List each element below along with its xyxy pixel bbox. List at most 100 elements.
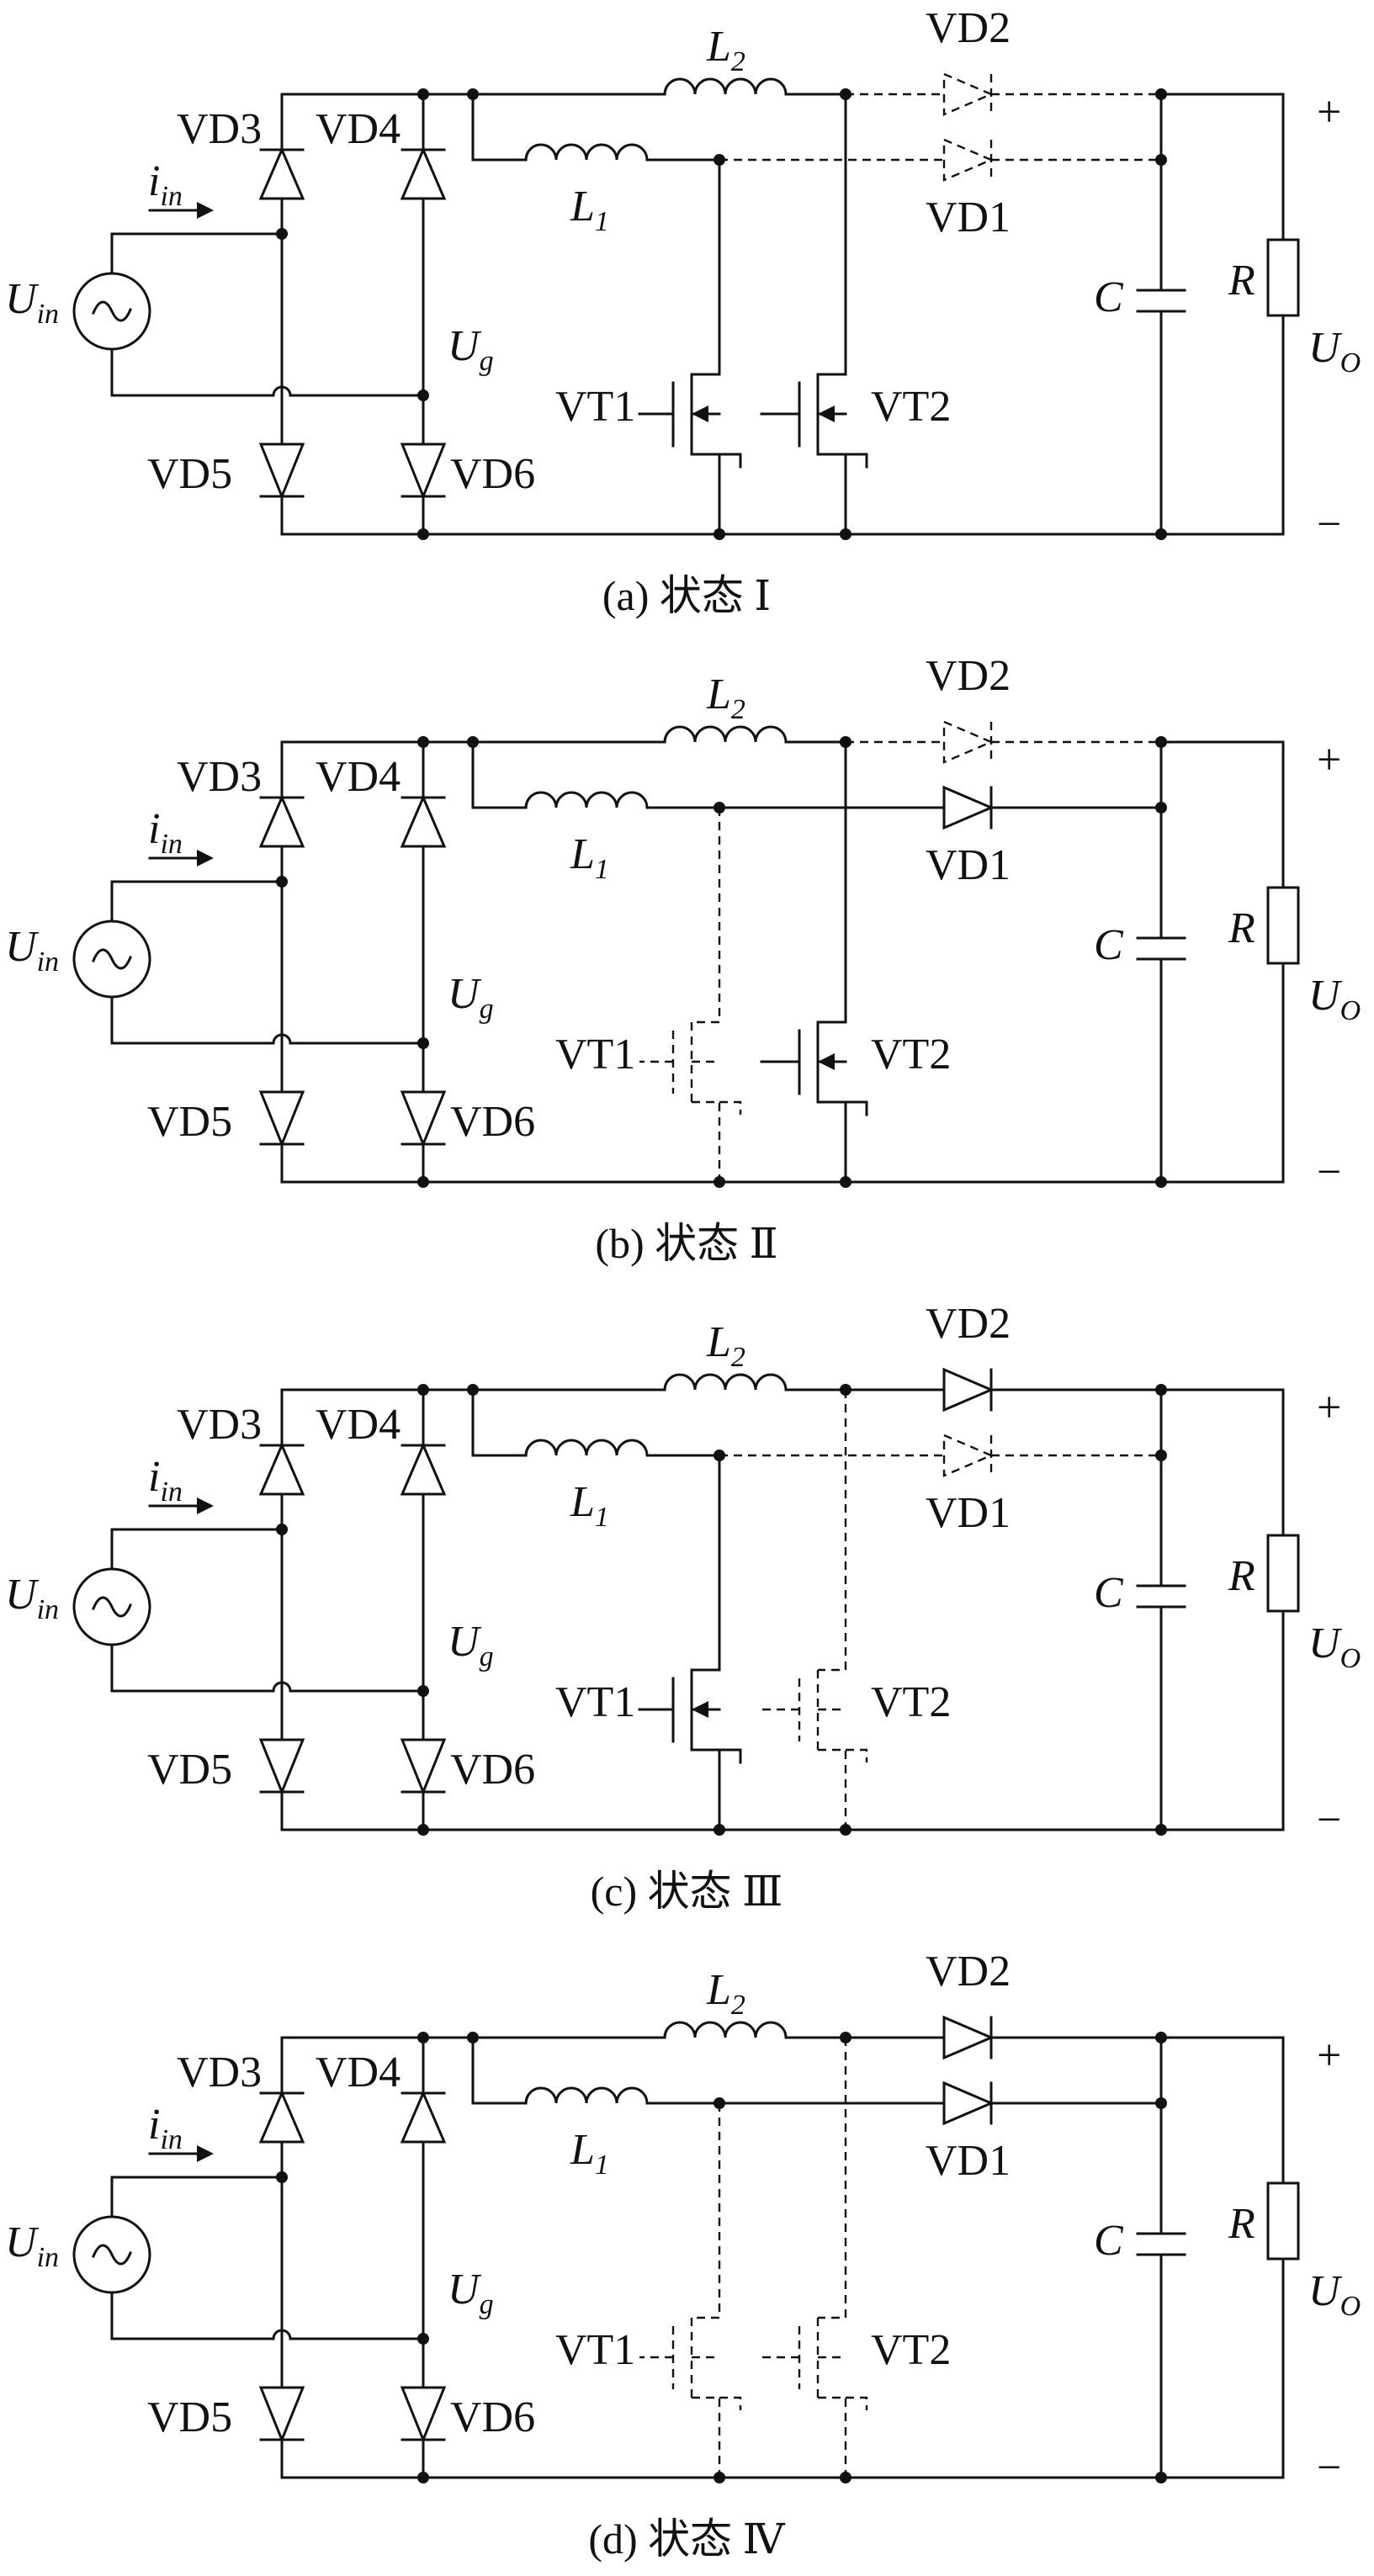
label-vt1: VT1 (555, 383, 635, 431)
label-vd1: VD1 (926, 1489, 1011, 1537)
label-vd2: VD2 (926, 4, 1011, 52)
label-vd5: VD5 (147, 2393, 232, 2441)
label-vd3: VD3 (177, 753, 262, 801)
diode-vd2 (844, 2016, 1163, 2059)
label-vt1: VT1 (555, 1031, 635, 1079)
label-minus: − (1317, 501, 1341, 549)
diode-vd2 (844, 1368, 1163, 1412)
label-l1: L1 (570, 183, 609, 237)
inductor-l2 (663, 1373, 853, 1397)
label-minus: − (1317, 2444, 1341, 2492)
inductor-l2 (663, 2021, 853, 2045)
inductor-l1 (524, 791, 727, 815)
diode-vd1 (718, 1434, 1163, 1477)
label-uin: Uin (5, 1571, 59, 1625)
label-vd2: VD2 (926, 1948, 1011, 1996)
label-l2: L2 (706, 1318, 745, 1373)
label-vd6: VD6 (450, 2393, 535, 2441)
label-vt1: VT1 (555, 1678, 635, 1726)
label-vd3: VD3 (177, 1401, 262, 1449)
inductor-l1 (524, 2086, 727, 2111)
label-vd5: VD5 (147, 1098, 232, 1146)
panel-caption: (c) 状态 Ⅲ (591, 1868, 783, 1915)
label-minus: − (1317, 1796, 1341, 1844)
label-vd4: VD4 (316, 753, 401, 801)
inductor-l1 (524, 143, 727, 167)
panel-caption: (b) 状态 Ⅱ (595, 1220, 777, 1267)
label-vd6: VD6 (450, 1746, 535, 1794)
label-c: C (1094, 2217, 1124, 2265)
label-vd6: VD6 (450, 450, 535, 498)
label-l2: L2 (706, 671, 745, 725)
inductor-l2 (663, 725, 853, 750)
label-iin: iin (148, 1453, 183, 1508)
label-vd4: VD4 (316, 105, 401, 153)
label-minus: − (1317, 1148, 1341, 1196)
label-plus: + (1317, 736, 1341, 784)
label-uin: Uin (5, 923, 59, 978)
diode-vd2 (844, 720, 1163, 764)
label-r: R (1228, 1552, 1255, 1600)
label-c: C (1094, 921, 1124, 969)
label-ug: Ug (448, 970, 494, 1025)
label-vd2: VD2 (926, 652, 1011, 700)
label-vd5: VD5 (147, 450, 232, 498)
label-vt2: VT2 (871, 383, 951, 431)
diode-vd2 (844, 72, 1163, 116)
label-vd1: VD1 (926, 193, 1011, 241)
inductor-l2 (663, 77, 853, 102)
mosfet-vt1 (638, 2102, 742, 2479)
label-c: C (1094, 273, 1124, 321)
mosfet-vt1 (638, 1454, 742, 1831)
panel-caption: (d) 状态 Ⅳ (588, 2515, 785, 2563)
diode-vd1 (718, 2081, 1163, 2125)
label-vd1: VD1 (926, 841, 1011, 889)
label-vd5: VD5 (147, 1746, 232, 1794)
label-plus: + (1317, 2032, 1341, 2080)
label-vt2: VT2 (871, 2326, 951, 2374)
label-vd4: VD4 (316, 1401, 401, 1449)
label-vt2: VT2 (871, 1031, 951, 1079)
label-ug: Ug (448, 1618, 494, 1672)
label-iin: iin (148, 157, 183, 212)
label-vt1: VT1 (555, 2326, 635, 2374)
label-vt2: VT2 (871, 1678, 951, 1726)
mosfet-vt1 (638, 158, 742, 536)
label-uin: Uin (5, 2218, 59, 2273)
panel-caption: (a) 状态 Ⅰ (602, 572, 771, 619)
label-r: R (1228, 257, 1255, 305)
label-l1: L1 (570, 830, 609, 885)
label-iin: iin (148, 2101, 183, 2155)
mosfet-vt1 (638, 806, 742, 1184)
label-ug: Ug (448, 322, 494, 377)
label-plus: + (1317, 88, 1341, 136)
label-l2: L2 (706, 23, 745, 77)
inductor-l1 (524, 1439, 727, 1463)
label-vd1: VD1 (926, 2137, 1011, 2185)
label-vd2: VD2 (926, 1300, 1011, 1348)
label-l1: L1 (570, 1478, 609, 1533)
label-uo: UO (1308, 1619, 1361, 1674)
label-uin: Uin (5, 275, 59, 330)
label-l2: L2 (706, 1966, 745, 2021)
label-r: R (1228, 904, 1255, 952)
label-vd3: VD3 (177, 2049, 262, 2096)
label-ug: Ug (448, 2266, 494, 2320)
label-c: C (1094, 1569, 1124, 1617)
label-iin: iin (148, 805, 183, 860)
label-vd6: VD6 (450, 1098, 535, 1146)
label-r: R (1228, 2200, 1255, 2248)
diode-vd1 (718, 138, 1163, 182)
label-uo: UO (1308, 324, 1361, 379)
label-uo: UO (1308, 2267, 1361, 2322)
label-l1: L1 (570, 2126, 609, 2181)
label-vd3: VD3 (177, 105, 262, 153)
label-plus: + (1317, 1384, 1341, 1432)
diode-vd1 (718, 786, 1163, 830)
label-vd4: VD4 (316, 2049, 401, 2096)
